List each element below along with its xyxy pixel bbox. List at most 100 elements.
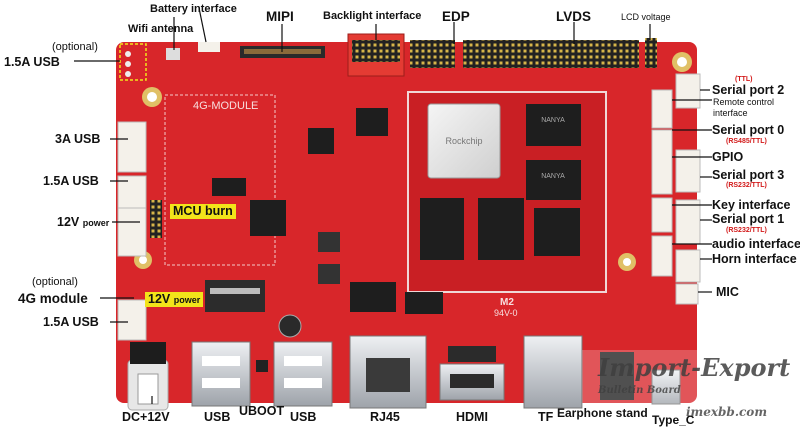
hdmi-port-top xyxy=(448,346,496,362)
label-usb-b2: USB xyxy=(290,410,317,424)
silk-4g-module: 4G-MODULE xyxy=(193,100,259,112)
watermark-url: imexbb.com xyxy=(686,405,768,419)
power-12v-connector xyxy=(117,207,147,257)
dc-jack-black xyxy=(130,342,166,364)
label-power-12v-num: 12V xyxy=(57,215,80,229)
usb-port-2 xyxy=(273,341,333,407)
ic-chip-d xyxy=(212,178,246,196)
lcd-voltage-jumper xyxy=(645,38,657,68)
label-wifi-antenna: Wifi antenna xyxy=(128,23,194,35)
ram-chip-1 xyxy=(526,104,581,146)
emmc-chip xyxy=(420,198,464,260)
label-uboot: UBOOT xyxy=(239,404,285,418)
label-battery-interface: Battery interface xyxy=(150,3,237,15)
mounting-holes xyxy=(134,52,692,271)
label-usb-15a-top: 1.5A USB xyxy=(4,55,60,69)
label-usb-3a: 3A USB xyxy=(55,132,101,146)
tag-power-12v: 12V power xyxy=(145,292,204,307)
serial-1-connector xyxy=(675,199,701,245)
label-optional-1: (optional) xyxy=(52,41,98,53)
ram-chip-1-label: NANYA xyxy=(541,117,565,124)
watermark-sub: Bulletin Board xyxy=(598,385,681,396)
pointer-lines xyxy=(74,7,712,404)
serial-0-connector xyxy=(651,89,673,129)
label-key-interface: Key interface xyxy=(712,198,791,212)
label-lvds: LVDS xyxy=(556,9,592,24)
label-rj45: RJ45 xyxy=(370,410,400,424)
label-4g-module: 4G module xyxy=(18,291,88,306)
usb-3a-connector xyxy=(117,121,147,173)
mic-connector xyxy=(675,283,699,305)
label-serial-2-ttl: (TTL) xyxy=(735,76,753,83)
usb-port-1 xyxy=(191,341,251,407)
label-remote-control-1: Remote control xyxy=(713,97,775,107)
label-gpio: GPIO xyxy=(712,150,744,164)
label-horn-interface: Horn interface xyxy=(712,252,797,266)
label-earphone-stand: Earphone stand xyxy=(557,406,648,420)
ic-chip-a xyxy=(356,108,388,136)
pmic-chip xyxy=(534,208,580,256)
label-serial-0-sub: (RS485/TTL) xyxy=(726,138,767,145)
ram-chip-2-label: NANYA xyxy=(541,173,565,180)
ram-chip-2 xyxy=(526,160,581,200)
label-lcd-voltage: LCD voltage xyxy=(621,12,671,22)
label-serial-3-sub: (RS232/TTL) xyxy=(726,182,767,189)
tf-slot xyxy=(523,335,583,409)
earphone-jack xyxy=(600,352,634,400)
lvds-header xyxy=(463,40,639,68)
label-edp: EDP xyxy=(442,9,470,24)
ic-chip-e xyxy=(350,282,396,312)
silk-rev: 94V-0 xyxy=(494,308,518,318)
label-optional-2: (optional) xyxy=(32,276,78,288)
ram-chip-3 xyxy=(478,198,524,260)
4g-module-outline xyxy=(164,94,276,266)
tag-mcu-burn: MCU burn xyxy=(170,204,236,219)
silk-m2: M2 xyxy=(500,297,514,308)
type-c-port xyxy=(651,369,681,405)
uboot-button xyxy=(256,360,268,372)
label-serial-0: Serial port 0 xyxy=(712,123,785,137)
4g-module-slot xyxy=(205,280,265,312)
label-usb-15a-mid: 1.5A USB xyxy=(43,174,99,188)
label-mipi: MIPI xyxy=(266,9,294,24)
watermark-logo xyxy=(582,350,770,425)
wifi-antenna-pad xyxy=(119,43,147,81)
label-tf: TF xyxy=(538,410,554,424)
serial-3-connector xyxy=(675,149,701,193)
horn-connector xyxy=(675,249,701,283)
label-usb-b1: USB xyxy=(204,410,231,424)
label-serial-3: Serial port 3 xyxy=(712,168,785,182)
label-mic: MIC xyxy=(716,285,739,299)
gpio-connector xyxy=(651,129,673,195)
ic-chip-f xyxy=(405,292,443,314)
label-power-12v: 12V power xyxy=(57,216,109,229)
soc-chip xyxy=(427,103,501,179)
inductor-2 xyxy=(318,264,340,284)
serial-2-connector xyxy=(675,73,701,109)
label-power-12v-word: power xyxy=(82,218,110,228)
label-dc-12v: DC+12V xyxy=(122,410,170,424)
label-type-c: Type_C xyxy=(652,413,695,427)
label-usb-15a-bottom: 1.5A USB xyxy=(43,315,99,329)
label-hdmi: HDMI xyxy=(456,410,488,424)
key-connector xyxy=(651,197,673,233)
tag-power-12v-word: power xyxy=(173,295,201,305)
watermark-main: Import-Export xyxy=(598,353,791,382)
ic-chip-c xyxy=(250,200,286,236)
battery-connector xyxy=(198,42,220,52)
capacitor xyxy=(278,314,302,338)
label-serial-1: Serial port 1 xyxy=(712,212,785,226)
usb-15a-bottom-connector xyxy=(117,299,147,341)
label-serial-2: Serial port 2 xyxy=(712,83,785,97)
label-backlight-interface: Backlight interface xyxy=(323,10,422,22)
audio-connector xyxy=(651,235,673,277)
soc-chip-label: Rockchip xyxy=(445,136,482,146)
label-serial-1-sub: (RS232/TTL) xyxy=(726,227,767,234)
inductor-1 xyxy=(318,232,340,252)
edp-header xyxy=(410,40,455,68)
label-audio-interface: audio interface xyxy=(712,237,800,251)
label-remote-control-2: interface xyxy=(713,108,748,118)
ic-chip-b xyxy=(308,128,334,154)
